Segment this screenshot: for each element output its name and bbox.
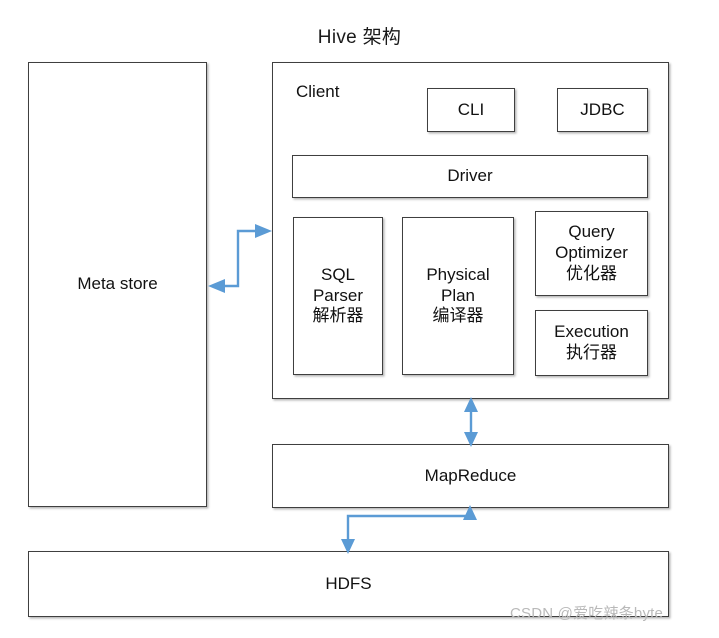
- node-jdbc: JDBC: [557, 88, 648, 132]
- node-driver: Driver: [292, 155, 648, 198]
- node-hdfs-label: HDFS: [325, 573, 372, 593]
- node-execution-line1: Execution: [554, 322, 629, 342]
- node-query-optimizer: Query Optimizer 优化器: [535, 211, 648, 296]
- node-execution: Execution 执行器: [535, 310, 648, 376]
- node-physical-plan-line1: Physical: [426, 264, 490, 284]
- node-query-optimizer-line2: Optimizer: [555, 243, 628, 263]
- node-meta-store-label: Meta store: [77, 274, 158, 294]
- node-sql-parser-line3: 解析器: [312, 306, 364, 326]
- node-driver-label: Driver: [447, 166, 493, 186]
- node-sql-parser: SQL Parser 解析器: [293, 217, 383, 375]
- node-cli-label: CLI: [457, 99, 485, 119]
- node-physical-plan-line3: 编译器: [432, 306, 484, 326]
- node-query-optimizer-line3: 优化器: [565, 263, 617, 283]
- connector-mapreduce-hdfs-arrow: [341, 505, 477, 554]
- node-physical-plan-line2: Plan: [440, 285, 476, 305]
- watermark: CSDN @爱吃辣条byte: [510, 605, 664, 622]
- connector-client-mapreduce-arrow: [464, 397, 478, 447]
- node-mapreduce: MapReduce: [272, 444, 669, 508]
- node-query-optimizer-line1: Query: [568, 222, 615, 242]
- node-client-label: Client: [296, 82, 340, 101]
- node-jdbc-label: JDBC: [580, 99, 625, 119]
- node-meta-store: Meta store: [28, 62, 207, 507]
- node-hdfs: HDFS: [28, 551, 669, 617]
- node-sql-parser-line1: SQL: [320, 264, 356, 284]
- node-cli: CLI: [427, 88, 515, 132]
- node-mapreduce-label: MapReduce: [424, 465, 517, 485]
- connector-metastore-client-arrow: [208, 224, 272, 293]
- node-physical-plan: Physical Plan 编译器: [402, 217, 514, 375]
- page-title: Hive 架构: [317, 27, 402, 48]
- node-sql-parser-line2: Parser: [312, 285, 364, 305]
- node-execution-line2: 执行器: [565, 343, 617, 362]
